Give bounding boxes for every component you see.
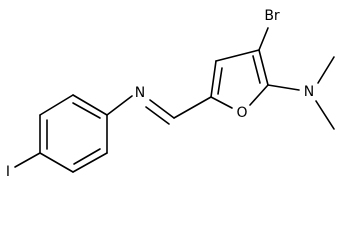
bond-c4-c5 xyxy=(210,60,217,98)
bond-c4-c5-double xyxy=(217,67,223,95)
bond-c3-c4 xyxy=(215,49,260,62)
bond-c2-n xyxy=(267,84,300,91)
bond-o-c2 xyxy=(249,84,269,106)
benzene-ring xyxy=(39,94,108,173)
bond-c2-c3-double xyxy=(252,55,261,84)
bond-ch-n-double xyxy=(145,106,170,125)
bond-n-methyl-lower xyxy=(315,100,335,130)
bond-ar1-ar2-inner xyxy=(72,102,101,119)
bond-ar5-ar6 xyxy=(72,152,108,173)
iodine-label: I xyxy=(6,164,10,180)
bond-ar2-ar3 xyxy=(39,94,74,116)
bond-c2-c3 xyxy=(258,49,269,86)
bond-n-aryl xyxy=(106,95,133,116)
bond-ar4-ar5 xyxy=(39,152,74,173)
bond-ar1-ar2 xyxy=(72,94,108,116)
imine-nitrogen-label: N xyxy=(135,85,145,101)
bond-ar-i xyxy=(14,152,41,168)
bond-c5-ch xyxy=(173,96,212,119)
bond-ch-n xyxy=(149,99,175,119)
bromine-label: Br xyxy=(264,8,280,24)
bond-ar5-ar6-inner xyxy=(73,148,101,165)
bond-n-methyl-upper xyxy=(317,56,335,84)
furan-ring xyxy=(210,49,269,109)
bond-c3-br xyxy=(258,27,269,51)
ring-oxygen-label: O xyxy=(236,105,247,121)
amine-nitrogen-label: N xyxy=(304,84,314,100)
bond-c5-o xyxy=(210,96,233,109)
chemical-structure-diagram: Br N O N I xyxy=(6,8,335,180)
